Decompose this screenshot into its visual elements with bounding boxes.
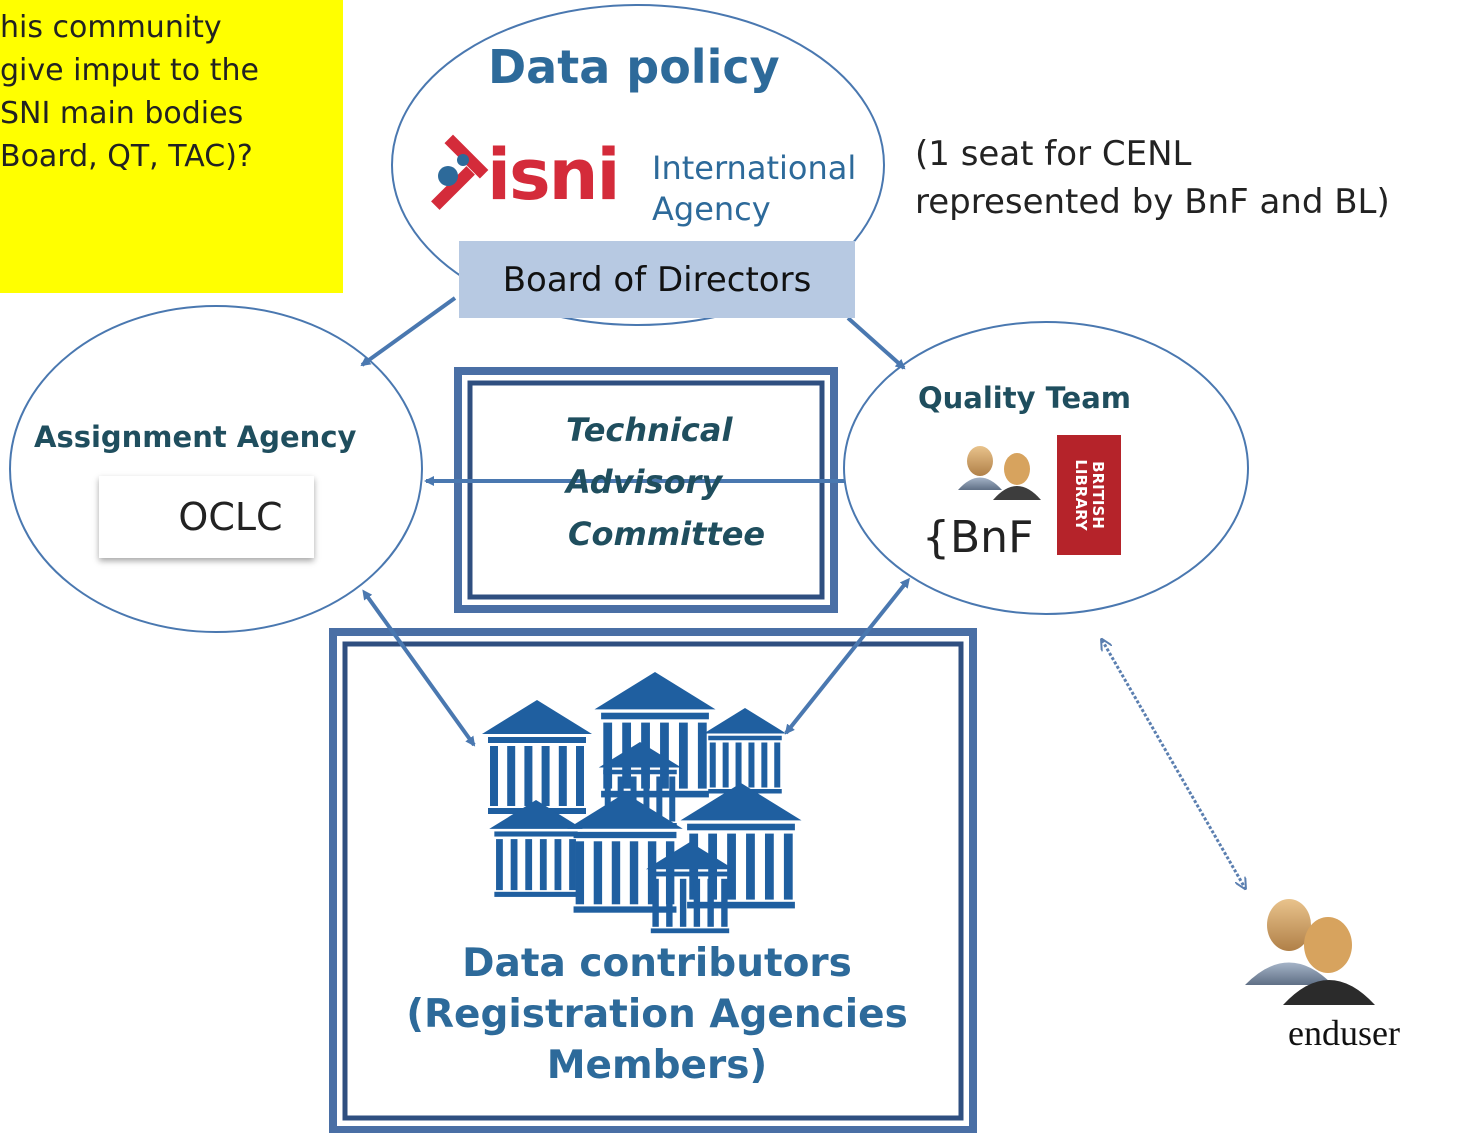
arrow-quality-enduser — [1102, 640, 1245, 888]
contributors-box-outer — [329, 628, 977, 1133]
tac-box-inner — [467, 380, 825, 600]
tac-label: Technical Advisory Committee — [566, 404, 765, 560]
oclc-logo: OCLC — [99, 476, 314, 558]
arrow-assignment-contributors — [362, 589, 476, 747]
assignment-agency-label: Assignment Agency — [34, 420, 357, 454]
library-building-icon — [594, 672, 716, 798]
seat-note: (1 seat for CENL represented by BnF and … — [915, 130, 1390, 226]
library-building-icon — [646, 842, 734, 934]
quality-team-label: Quality Team — [918, 381, 1131, 415]
data-policy-ellipse — [391, 4, 885, 326]
oclc-logo-text: OCLC — [178, 495, 283, 539]
seat-note-line-1: (1 seat for CENL — [915, 134, 1192, 174]
bl-line-2: LIBRARY — [1072, 459, 1090, 531]
contributors-line-3: Members) — [546, 1043, 768, 1088]
library-buildings-icon — [482, 672, 802, 934]
library-building-icon — [482, 700, 592, 814]
data-contributors-label: Data contributors (Registration Agencies… — [346, 938, 968, 1091]
board-of-directors-label: Board of Directors — [459, 241, 855, 318]
enduser-people-icon — [1245, 899, 1375, 1005]
library-building-icon — [489, 800, 583, 897]
isni-international-label: International — [652, 149, 857, 187]
data-policy-title: Data policy — [488, 40, 780, 94]
note-line-2: give imput to the — [0, 53, 259, 88]
tac-box-outer — [454, 367, 838, 613]
arrow-board-to-quality — [846, 316, 906, 370]
tac-line-3: Committee — [568, 515, 766, 553]
note-line-1: his community — [0, 10, 222, 45]
question-note: his community give imput to the SNI main… — [0, 0, 343, 293]
bl-line-1: BRITISH — [1089, 461, 1107, 529]
arrow-quality-contributors — [784, 577, 910, 735]
isni-logo-icon — [431, 134, 489, 210]
contributors-line-2: (Registration Agencies — [406, 992, 908, 1037]
isni-agency-label: Agency — [652, 190, 771, 228]
enduser-label: enduser — [1288, 1013, 1400, 1053]
arrow-board-to-assignment — [360, 296, 457, 367]
isni-logo-word: isni — [487, 134, 620, 216]
tac-line-2: Advisory — [566, 463, 723, 501]
note-line-3: SNI main bodies — [0, 96, 244, 131]
assignment-agency-ellipse — [9, 305, 423, 633]
bnf-logo: {BnF — [922, 512, 1034, 563]
note-line-4: Board, QT, TAC)? — [0, 139, 253, 174]
contributors-line-1: Data contributors — [462, 941, 852, 986]
library-building-icon — [703, 708, 787, 794]
quality-team-ellipse — [843, 321, 1249, 615]
tac-line-1: Technical — [566, 411, 733, 449]
contributors-box-inner — [342, 641, 964, 1121]
seat-note-line-2: represented by BnF and BL) — [915, 182, 1390, 222]
quality-team-people-icon — [958, 446, 1041, 500]
